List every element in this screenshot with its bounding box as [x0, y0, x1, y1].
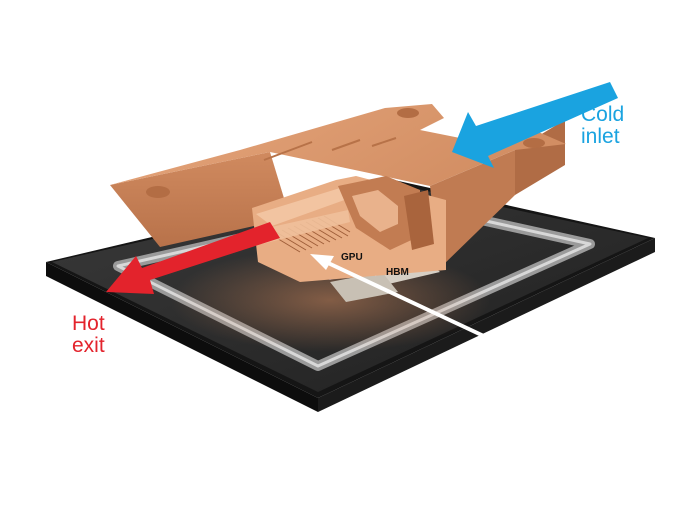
- mount-hole-right: [523, 138, 545, 148]
- copper-cold-plate: [110, 104, 566, 282]
- hot-exit-label: Hot exit: [72, 313, 105, 357]
- mount-hole-left: [146, 186, 170, 198]
- hot-label-line-2: exit: [72, 334, 105, 357]
- hot-exit-arrow-icon: [106, 222, 280, 294]
- hbm-label: HBM: [386, 267, 409, 278]
- hot-label-line-1: Hot: [72, 312, 105, 335]
- cold-label-line-1: Cold: [581, 103, 625, 126]
- cold-inlet-arrow-icon: [452, 82, 618, 168]
- hbm-die-lower: [330, 272, 398, 302]
- mount-hole-top: [397, 108, 419, 118]
- arrow-up-left-icon: [310, 254, 489, 340]
- cold-inlet-label: Cold inlet: [581, 104, 624, 148]
- gpu-label: GPU: [341, 252, 363, 263]
- cold-label-line-2: inlet: [581, 125, 620, 148]
